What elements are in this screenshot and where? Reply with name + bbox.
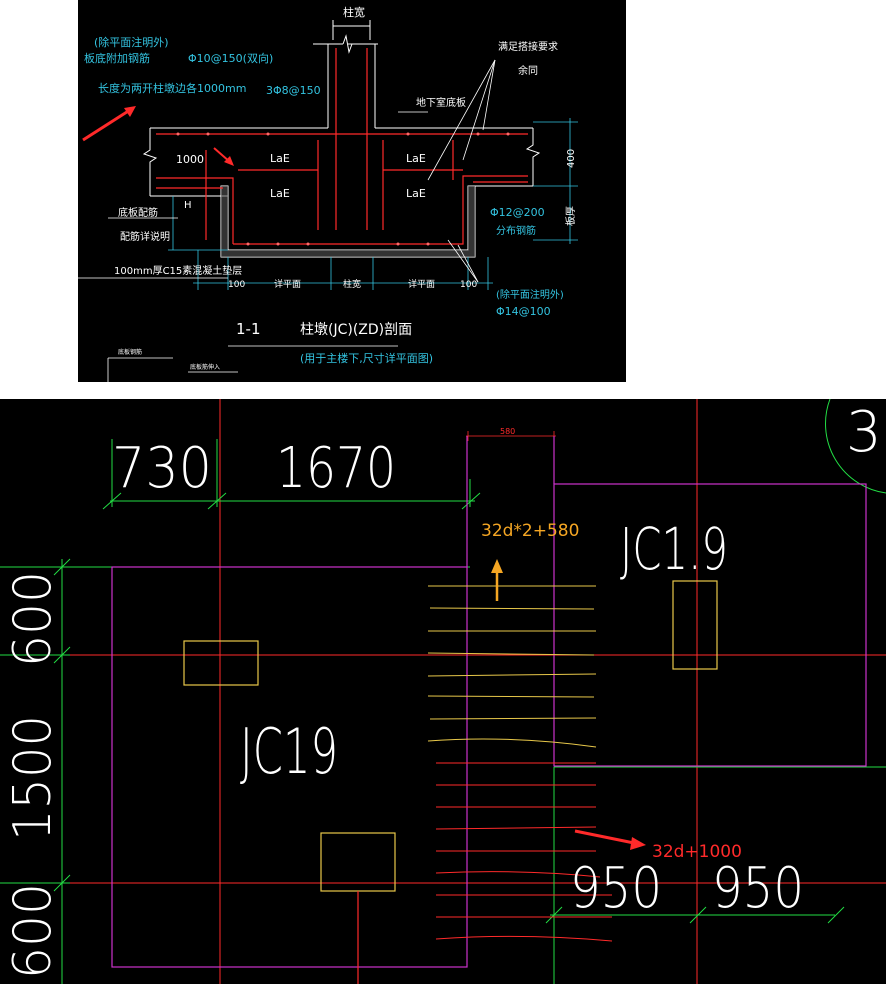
label-jc19-left: JC19: [240, 715, 338, 788]
right-note-4: (除平面注明外): [496, 288, 564, 301]
foundation-outlines: [111, 436, 867, 968]
see-plan-left: 详平面: [274, 278, 301, 290]
dim-400: 400: [566, 149, 577, 168]
section-subtitle: (用于主楼下,尺寸详平面图): [300, 351, 433, 365]
basement-slab: 地下室底板: [416, 96, 466, 109]
rebar-100: Φ14@100: [496, 305, 551, 318]
column-outline: [313, 20, 378, 128]
yellow-rebar-lines: [427, 585, 597, 748]
left-rebar: Φ10@150(双向): [188, 51, 273, 65]
red-rebar-lines: [435, 762, 613, 942]
dim-950-left: 950: [570, 856, 662, 921]
dim-h: H: [184, 200, 192, 211]
section-drawing-panel: 柱宽 (除平面注明外) 板底附加钢筋 Φ10@150(双向) 长度为两开柱墩边各…: [78, 0, 626, 382]
see-plan-right: 详平面: [408, 278, 435, 290]
left-note-3: 长度为两开柱墩边各1000mm: [98, 81, 246, 95]
left-note-1: (除平面注明外): [94, 35, 169, 49]
annotation-right: 32d+1000: [652, 842, 742, 862]
column-width-top: 柱宽: [343, 5, 365, 19]
label-jc19-right: JC1.9: [620, 515, 728, 583]
rebar-lines: [156, 48, 528, 245]
lae-label-4: LaE: [406, 187, 426, 200]
slab-outline: [142, 127, 541, 251]
corner-text: 3: [846, 400, 882, 465]
lae-label-2: LaE: [270, 187, 290, 200]
mini-label-1: 底板钢筋: [118, 348, 142, 356]
red-arrow-left: [82, 106, 136, 142]
rebar-200: Φ12@200: [490, 206, 545, 219]
dim-100-left: 100: [228, 280, 245, 290]
dist-rebar: 分布钢筋: [496, 224, 536, 237]
orange-arrow-up: [491, 559, 503, 601]
column-width-bottom: 柱宽: [343, 278, 361, 290]
lae-label-3: LaE: [406, 152, 426, 165]
red-arrow-right: [574, 829, 646, 850]
rebar-dots: [176, 132, 510, 246]
dim-1670: 1670: [276, 436, 396, 501]
right-vertical-label: 板厚: [564, 206, 577, 226]
dimension-lines: [168, 118, 578, 290]
dim-1000: 1000: [176, 153, 204, 166]
dimension-lines: [0, 399, 886, 984]
cushion-layer: [220, 185, 476, 258]
dim-600-top: 600: [3, 571, 63, 667]
dim-1500: 1500: [3, 715, 63, 841]
plan-drawing-panel: 730 1670 580 600 1500 600 JC19 JC1.9 32d…: [0, 399, 886, 984]
section-number: 1-1: [236, 320, 261, 338]
right-note-2: 余同: [518, 64, 538, 77]
stirrup-label: 3Φ8@150: [266, 84, 321, 97]
left-note-2: 板底附加钢筋: [84, 51, 150, 65]
dim-100-right: 100: [460, 280, 477, 290]
dim-600-bottom: 600: [3, 883, 63, 979]
bottom-rebar-1: 底板配筋: [118, 206, 158, 219]
axis-lines: [0, 399, 886, 984]
lae-label-1: LaE: [270, 152, 290, 165]
red-arrow-small: [213, 147, 234, 166]
mini-label-2: 底板筋伸入: [190, 363, 220, 371]
plan-drawing-svg: 730 1670 580 600 1500 600 JC19 JC1.9 32d…: [0, 399, 886, 984]
bottom-rebar-2: 配筋详说明: [120, 230, 170, 243]
right-note-1: 满足搭接要求: [498, 40, 558, 53]
dim-730: 730: [112, 436, 212, 501]
dim-580: 580: [500, 427, 515, 436]
column-boxes: [183, 580, 718, 984]
dim-950-right: 950: [712, 856, 804, 921]
annotation-top: 32d*2+580: [481, 521, 579, 541]
mini-detail-sketch: [107, 357, 238, 382]
section-drawing-svg: 柱宽 (除平面注明外) 板底附加钢筋 Φ10@150(双向) 长度为两开柱墩边各…: [78, 5, 578, 382]
cushion-label: 100mm厚C15素混凝土垫层: [114, 264, 242, 277]
leader-lines: [78, 59, 496, 347]
section-title: 柱墩(JC)(ZD)剖面: [300, 322, 412, 338]
